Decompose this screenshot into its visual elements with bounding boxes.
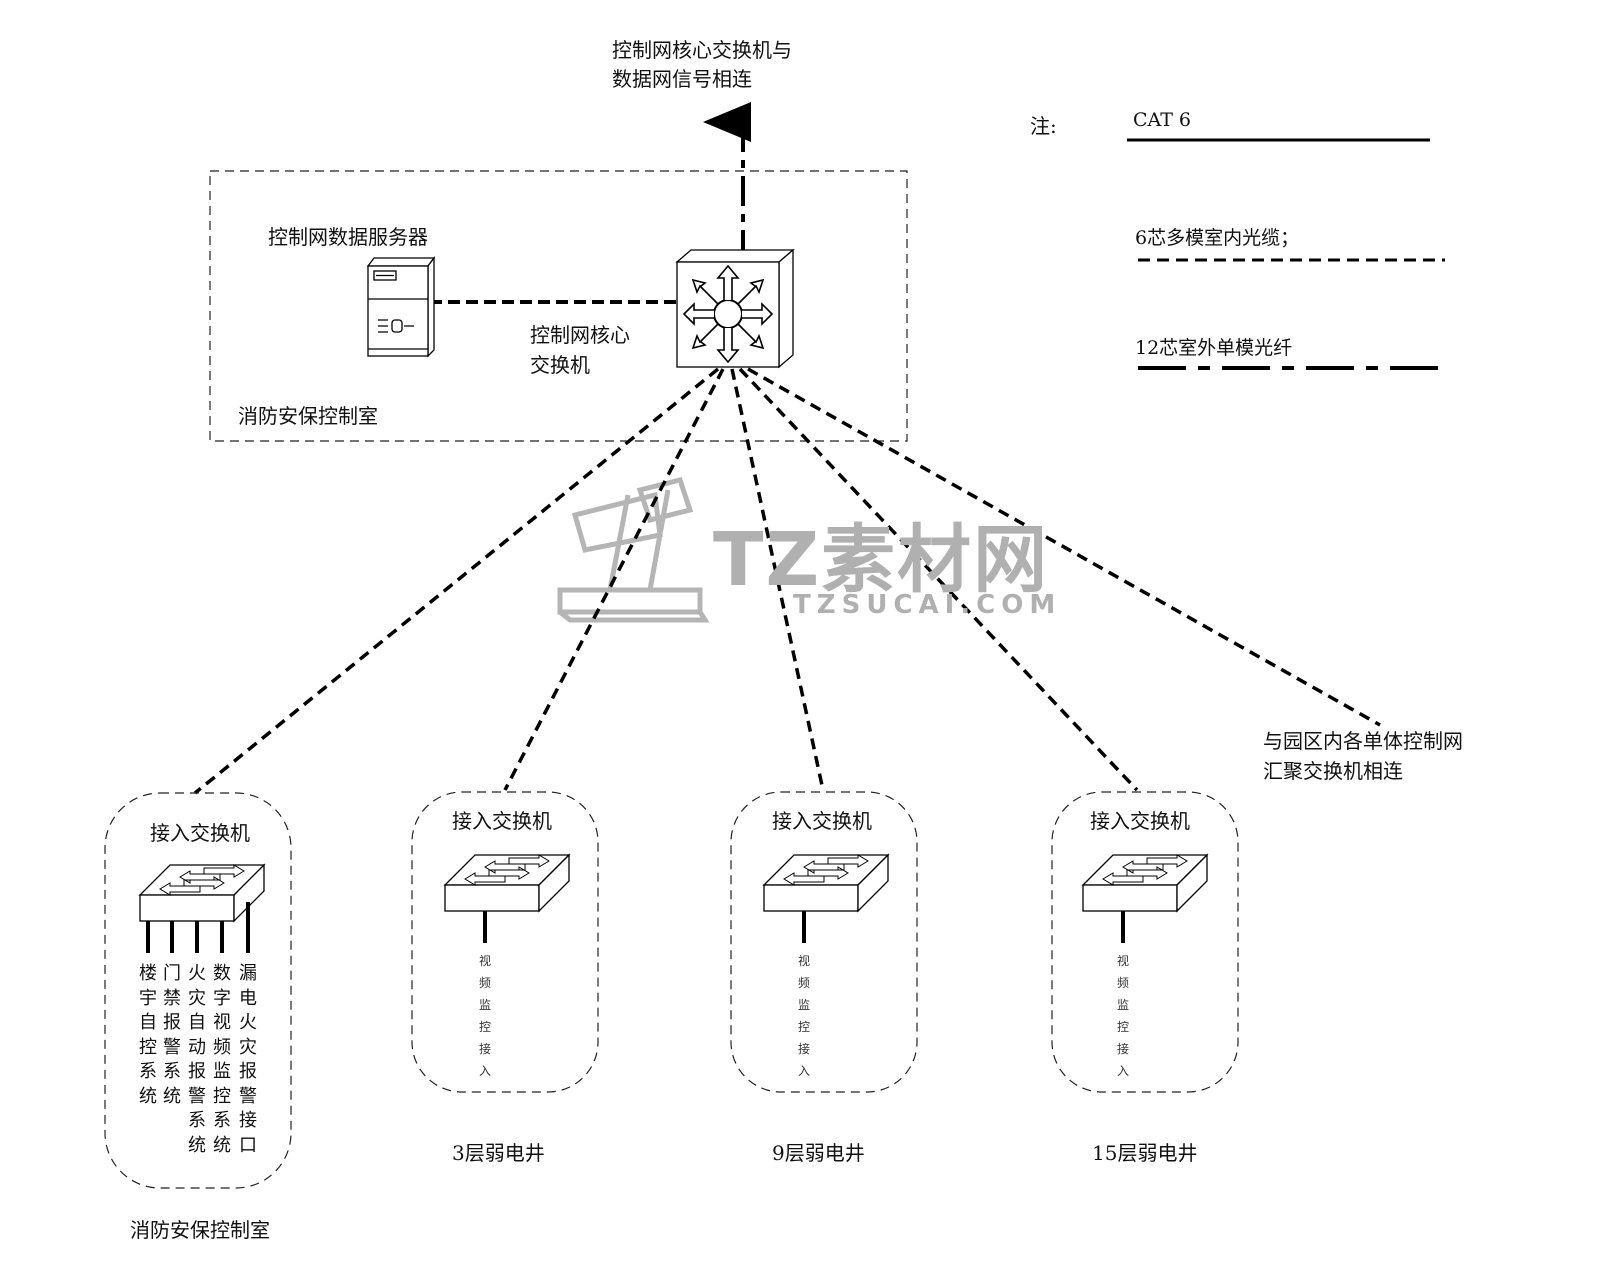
port-label: 楼宇自控系统 xyxy=(139,963,157,1107)
access-group-boundaries xyxy=(104,791,1239,1189)
link-to-external xyxy=(747,367,1381,727)
fiber-links xyxy=(193,367,1381,795)
watermark-logo xyxy=(557,477,710,623)
access-switch-label: 接入交换机 xyxy=(452,809,552,833)
port-label: 数字视频监控系统 xyxy=(213,963,231,1156)
watermark-text: TZ素材网 xyxy=(713,517,1050,603)
legend-label-cat6: CAT 6 xyxy=(1133,109,1192,131)
core-switch-label-line1: 控制网核心 xyxy=(530,323,630,347)
uplink-label-line1: 控制网核心交换机与 xyxy=(612,38,792,62)
access-switch-icon xyxy=(762,853,890,913)
watermark-url: TZSUCAI.COM xyxy=(793,590,1062,620)
location-label: 消防安保控制室 xyxy=(130,1218,270,1242)
legend-label-singlemode: 12芯室外单模光纤 xyxy=(1135,337,1293,359)
port-label: 视频监控接入 xyxy=(797,954,810,1078)
core-switch-label-line2: 交换机 xyxy=(530,353,590,377)
access-switch-label: 接入交换机 xyxy=(772,809,872,833)
legend-label-multimode: 6芯多模室内光缆； xyxy=(1135,227,1300,249)
access-switch-label: 接入交换机 xyxy=(1090,809,1190,833)
control-room-label: 消防安保控制室 xyxy=(238,404,378,428)
location-label: 15层弱电井 xyxy=(1092,1141,1198,1165)
external-link-label-line1: 与园区内各单体控制网 xyxy=(1263,729,1463,753)
port-drops xyxy=(146,902,1125,953)
port-label: 火灾自动报警系统 xyxy=(188,963,206,1156)
server-label: 控制网数据服务器 xyxy=(268,225,428,249)
access-switch-label: 接入交换机 xyxy=(150,821,250,845)
uplink-label-line2: 数据网信号相连 xyxy=(612,67,752,91)
access-switch-icon xyxy=(1081,853,1209,913)
port-label: 视频监控接入 xyxy=(1116,954,1129,1078)
access-switch-icon xyxy=(443,853,571,913)
server-icon xyxy=(366,256,436,358)
port-label: 视频监控接入 xyxy=(478,954,491,1078)
legend-note-label: 注: xyxy=(1030,114,1057,138)
link-to-access-1 xyxy=(193,367,720,795)
legend-lines xyxy=(1127,138,1445,370)
location-label: 3层弱电井 xyxy=(452,1141,545,1165)
port-label: 漏电火灾报警接口 xyxy=(239,963,257,1156)
location-label: 9层弱电井 xyxy=(772,1141,865,1165)
external-link-label-line2: 汇聚交换机相连 xyxy=(1263,759,1403,783)
link-to-access-4 xyxy=(738,367,1139,792)
access-switch-icon xyxy=(138,863,266,923)
link-to-access-2 xyxy=(503,368,725,791)
control-room-boundary xyxy=(209,170,908,442)
core-switch-icon xyxy=(675,248,795,369)
port-label: 门禁报警系统 xyxy=(163,963,181,1107)
